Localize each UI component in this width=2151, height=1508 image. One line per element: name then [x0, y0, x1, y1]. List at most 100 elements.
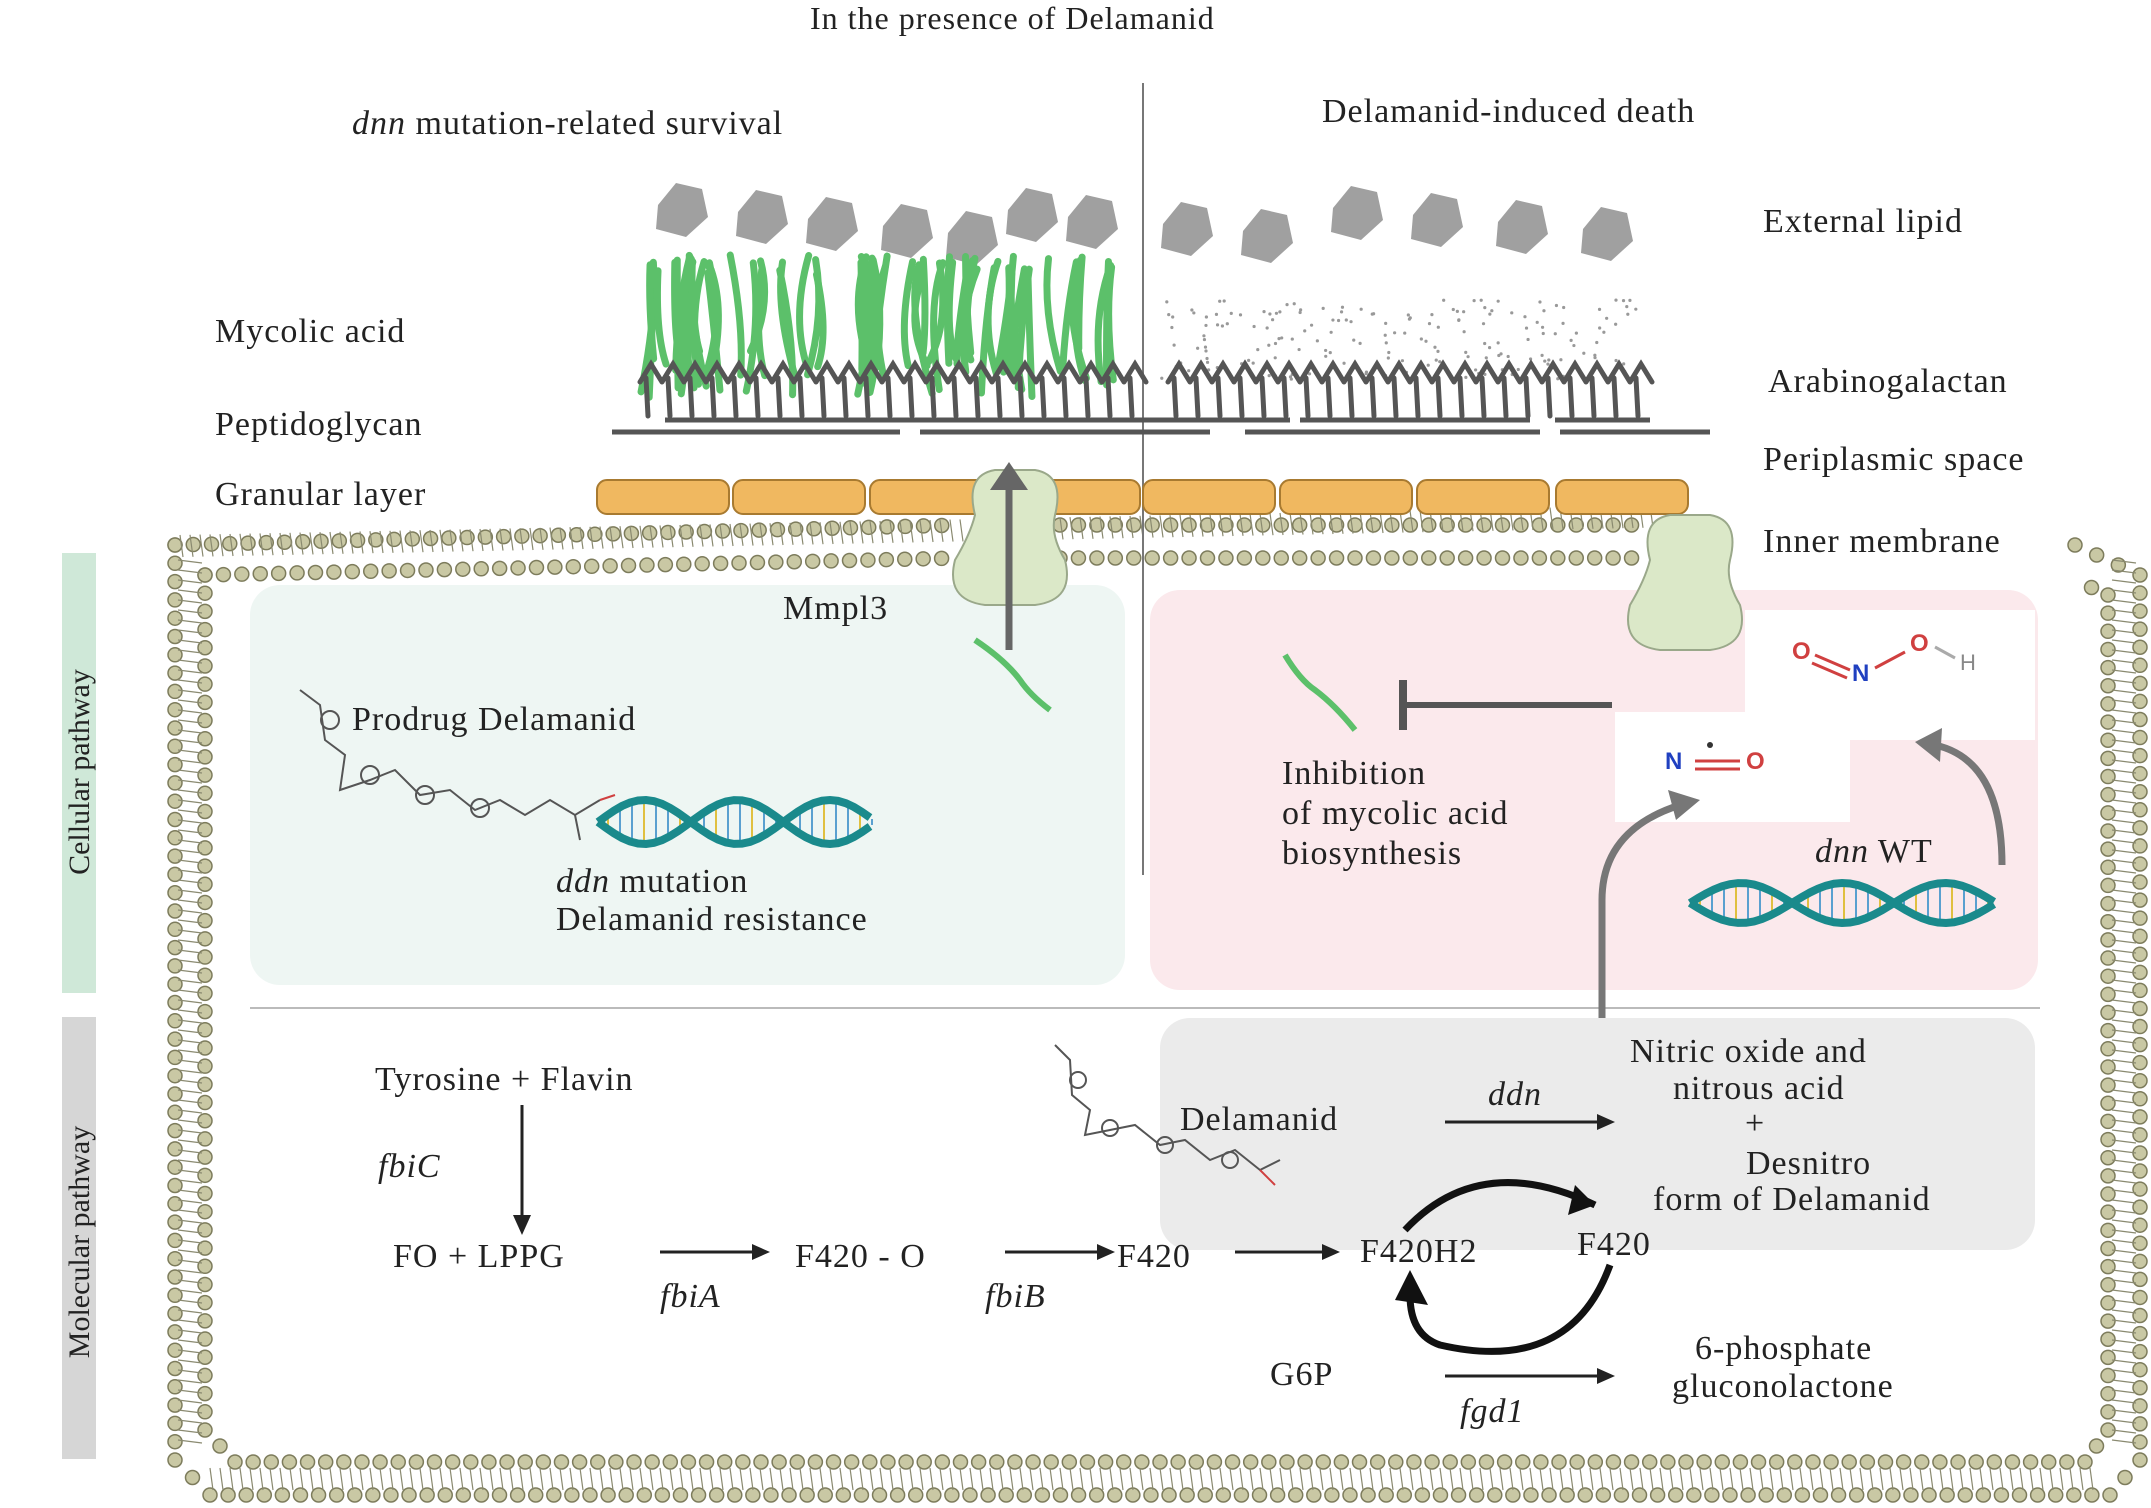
membrane-bead — [1787, 1454, 1803, 1470]
membrane-bead — [197, 730, 213, 747]
membrane-bead — [197, 821, 213, 838]
membrane-bead — [804, 553, 821, 570]
membrane-bead — [1218, 550, 1234, 566]
dot — [1190, 308, 1194, 312]
membrane-bead — [1550, 550, 1566, 566]
membrane-bead — [1714, 1454, 1731, 1470]
dnn-wt-dna — [1687, 878, 1997, 928]
membrane-bead — [1722, 1487, 1738, 1503]
label-nitric-2: nitrous acid — [1673, 1070, 1845, 1107]
membrane-bead — [197, 1022, 213, 1038]
membrane-bead — [1269, 1487, 1286, 1503]
membrane-bead — [2132, 1072, 2148, 1089]
membrane-bead — [1513, 550, 1529, 566]
membrane-bead — [1388, 1454, 1404, 1470]
membrane-bead — [676, 556, 692, 572]
membrane-bead — [167, 830, 183, 846]
dot — [1436, 325, 1440, 329]
membrane-bead — [1143, 1487, 1159, 1503]
survival-header-gene: dnn — [352, 105, 406, 142]
membrane-bead — [1126, 550, 1142, 566]
peptidoglycan-lines — [612, 417, 1710, 435]
membrane-bead — [1605, 550, 1621, 566]
membrane-bead — [1550, 517, 1566, 533]
arrow-to-nitrous-acid-head — [1915, 728, 1942, 762]
membrane-bead — [167, 1305, 183, 1322]
dot — [1328, 351, 1332, 355]
dot — [1455, 309, 1459, 314]
membrane-bead — [2100, 696, 2116, 712]
dot — [1634, 307, 1638, 311]
membrane-bead — [2066, 1487, 2082, 1503]
membrane-bead — [1460, 1454, 1477, 1470]
membrane-bead — [1568, 550, 1584, 566]
dot — [1386, 356, 1390, 360]
membrane-bead — [2132, 1091, 2148, 1107]
label-delamanid: Delamanid — [1180, 1101, 1339, 1138]
membrane-bead — [1279, 1454, 1295, 1470]
membrane-bead — [2132, 1163, 2148, 1179]
arabinogalactan-mesh — [637, 359, 1655, 419]
membrane-bead — [2132, 946, 2148, 963]
membrane-bead — [1678, 1454, 1694, 1470]
dot — [1436, 349, 1440, 353]
membrane-bead — [1233, 1487, 1250, 1503]
dnn-wt-text: WT — [1869, 833, 1933, 870]
membrane-bead — [167, 1141, 183, 1157]
membrane-bead — [1306, 1487, 1322, 1503]
dot — [1215, 323, 1220, 327]
membrane-bead — [167, 848, 183, 864]
dot — [1538, 300, 1542, 304]
membrane-bead — [473, 1487, 490, 1503]
prodrug-structure — [299, 689, 616, 841]
membrane-bead — [712, 555, 729, 572]
membrane-bead — [491, 1487, 508, 1503]
membrane-bead — [786, 553, 803, 570]
membrane-bead — [2083, 579, 2100, 596]
membrane-bead — [1342, 1487, 1358, 1503]
membrane-bead — [2100, 859, 2116, 876]
dot — [1370, 312, 1374, 316]
dot — [1605, 316, 1609, 320]
dot — [1524, 326, 1529, 330]
membrane-bead — [418, 562, 434, 578]
membrane-bead — [1848, 1487, 1865, 1503]
membrane-bead — [167, 628, 183, 645]
membrane-bead — [1476, 517, 1492, 533]
mycolic-strand — [869, 256, 884, 371]
membrane-bead — [1179, 1487, 1195, 1503]
membrane-bead — [263, 1454, 280, 1470]
membrane-bead — [2029, 1487, 2046, 1503]
membrane-bead — [878, 551, 895, 568]
membrane-bead — [326, 564, 342, 580]
membrane-bead — [1523, 1487, 1539, 1503]
dot — [1488, 312, 1492, 316]
membrane-bead — [618, 1487, 634, 1503]
dot — [1424, 339, 1428, 343]
dot — [1299, 308, 1303, 312]
mycolic-strand — [994, 252, 1017, 368]
membrane-bead — [998, 1487, 1014, 1503]
mycolic-strand — [1094, 261, 1115, 386]
cycle-arc-top-head — [1568, 1185, 1612, 1222]
membrane-bead — [197, 603, 213, 620]
membrane-bead — [270, 565, 287, 582]
membrane-bead — [823, 553, 839, 569]
dna-strand — [1687, 878, 1997, 928]
membrane-bead — [1287, 1487, 1304, 1503]
membrane-bead — [1043, 1454, 1059, 1470]
membrane-bead — [1152, 1454, 1168, 1470]
membrane-bead — [835, 1487, 852, 1503]
membrane-bead — [2132, 838, 2148, 854]
membrane-bead — [167, 1177, 183, 1194]
membrane-bead — [1007, 1454, 1023, 1470]
membrane-bead — [167, 756, 183, 773]
dot — [1167, 313, 1171, 317]
membrane-bead — [1541, 1487, 1557, 1503]
membrane-bead — [582, 1487, 598, 1503]
dot — [1464, 350, 1468, 354]
membrane-bead — [1070, 1487, 1087, 1503]
cellular-pathway-bar — [62, 553, 96, 993]
dot — [1466, 355, 1470, 359]
membrane-bead — [547, 559, 563, 575]
